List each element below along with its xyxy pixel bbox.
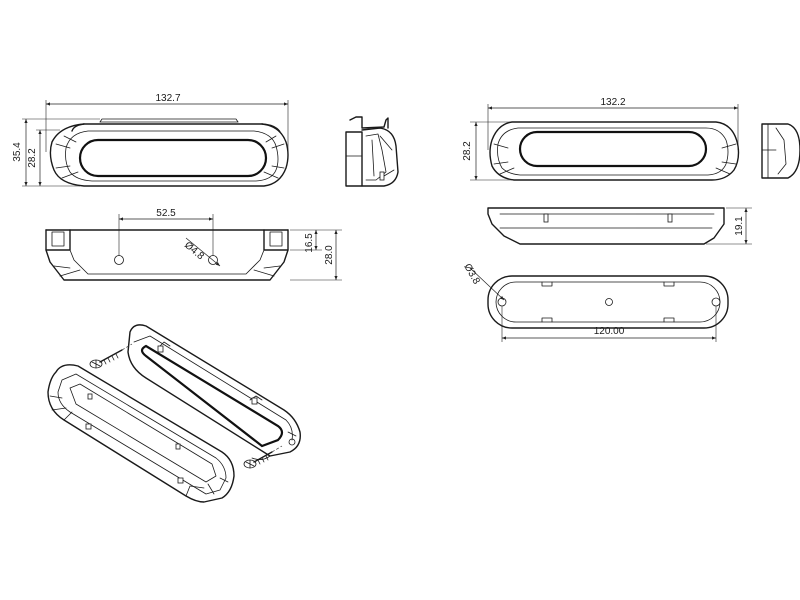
front-view-left: 132.7 35.4 28.2 (12, 93, 289, 187)
front-view-right: 132.2 28.2 (462, 97, 740, 181)
dim-bottom-left-hole-spacing: 52.5 (156, 208, 176, 219)
dim-bottom-left-total-height: 28.0 (324, 245, 335, 265)
dim-front-right-width: 132.2 (600, 97, 625, 108)
screw-icon (243, 445, 283, 469)
isometric-view (47, 324, 301, 503)
dim-bottom-left-upper-height: 16.5 (304, 233, 315, 253)
dim-back-right-hole-spacing: 120.00 (594, 326, 625, 337)
dim-front-right-body-height: 28.2 (462, 141, 473, 161)
side-view-right (761, 123, 800, 179)
bottom-view-left: 52.5 Ø4.8 16.5 28.0 (45, 208, 342, 281)
dim-front-left-width: 132.7 (155, 93, 180, 104)
dim-bottom-left-hole-diameter: Ø4.8 (182, 240, 206, 263)
side-profile-right: 19.1 (487, 207, 752, 245)
dim-front-left-total-height: 35.4 (12, 142, 23, 162)
side-view-left (345, 116, 399, 187)
back-view-right: Ø3.8 120.00 (461, 262, 729, 342)
dim-front-left-body-height: 28.2 (27, 148, 38, 168)
dim-side-right-height: 19.1 (734, 216, 745, 236)
dim-back-right-hole-diameter: Ø3.8 (461, 262, 482, 287)
screw-icon (89, 343, 133, 369)
